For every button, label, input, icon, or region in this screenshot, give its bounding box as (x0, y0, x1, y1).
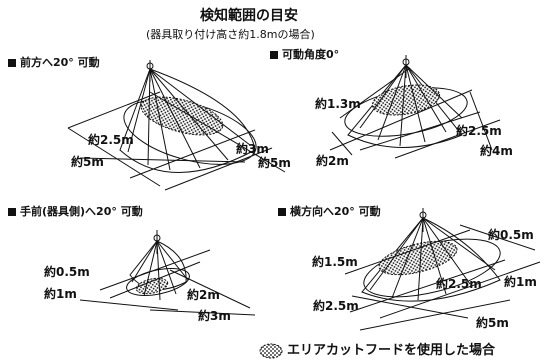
dim-label: 約2.5m (436, 277, 482, 291)
dim-label: 約2m (187, 288, 220, 302)
heading-fixed: 可動角度0° (270, 49, 339, 60)
dim-label: 約1m (504, 275, 537, 289)
diagram-fixed (329, 55, 501, 159)
bullet-square-icon (270, 51, 278, 59)
bullet-square-icon (278, 208, 286, 216)
diagram-forward (67, 60, 286, 191)
dim-label: 約0.5m (488, 228, 534, 242)
dim-label: 約1.3m (315, 97, 361, 111)
diagram-front (79, 230, 256, 316)
page-subtitle: (器具取り付け高さ約1.8mの場合) (146, 28, 315, 41)
page-title: 検知範囲の目安 (200, 8, 298, 24)
dim-label: 約2.5m (456, 124, 502, 138)
dotted-pattern-swatch-icon (259, 343, 283, 359)
heading-front: 手前(器具側)へ20° 可動 (8, 206, 143, 217)
bullet-square-icon (8, 208, 16, 216)
bullet-square-icon (8, 59, 16, 67)
dim-label: 約3m (198, 309, 231, 323)
dim-label: 約2m (316, 154, 349, 168)
dim-label: 約4m (480, 144, 513, 158)
dim-label: 約0.5m (44, 265, 90, 279)
dim-label: 約5m (71, 155, 104, 169)
area-cut-region (140, 96, 224, 136)
dim-label: 約5m (476, 316, 509, 330)
dim-label: 約1.5m (312, 255, 358, 269)
legend-text: エリアカットフードを使用した場合 (287, 343, 496, 358)
dim-label: 約2.5m (313, 299, 359, 313)
dim-label: 約1m (44, 287, 77, 301)
dim-label: 約3m (236, 142, 269, 156)
area-cut-region (378, 240, 458, 276)
diagram-sideways (344, 208, 541, 331)
heading-forward: 前方へ20° 可動 (8, 57, 100, 68)
dim-label: 約5m (258, 156, 291, 170)
heading-sideways: 横方向へ20° 可動 (278, 206, 381, 217)
dim-label: 約2.5m (88, 133, 134, 147)
